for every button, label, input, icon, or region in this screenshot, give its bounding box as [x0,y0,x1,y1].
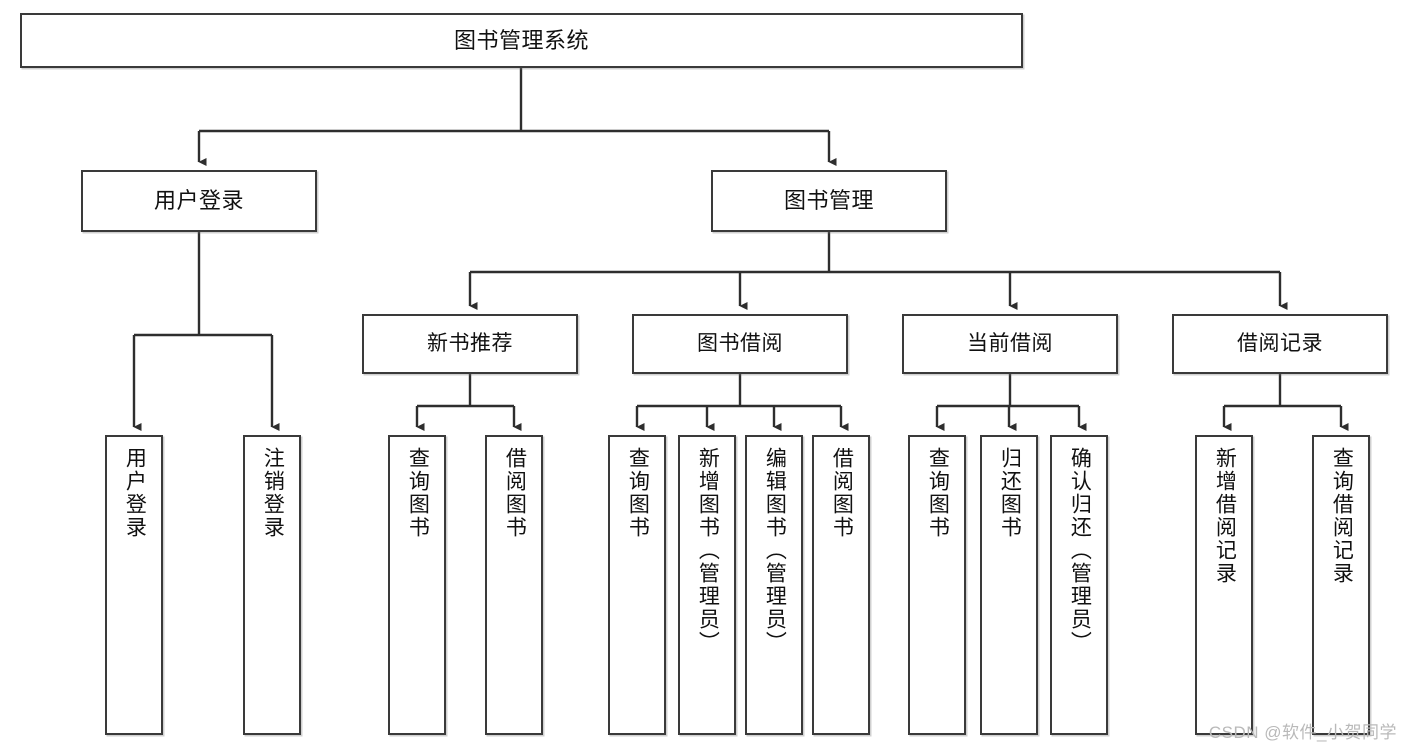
node-book-management[interactable]: 图书管理 [711,170,947,232]
leaf-node-label: 新增借阅记录 [1213,447,1237,585]
leaf-node[interactable]: 用户登录 [105,435,163,735]
leaf-node-label: 编辑图书（管理员） [763,447,787,654]
leaf-node[interactable]: 查询借阅记录 [1312,435,1370,735]
leaf-node[interactable]: 确认归还（管理员） [1050,435,1108,735]
leaf-node-label: 注销登录 [261,447,285,539]
node-borrow-record[interactable]: 借阅记录 [1172,314,1388,374]
leaf-node-label: 归还图书 [998,447,1022,539]
node-new-book-recommend-label: 新书推荐 [427,331,513,355]
leaf-node-label: 新增图书（管理员） [696,447,720,654]
leaf-node-label: 查询图书 [926,447,950,539]
leaf-node-label: 查询图书 [626,447,650,539]
node-borrow-record-label: 借阅记录 [1237,331,1323,355]
node-book-management-label: 图书管理 [783,188,874,214]
node-root-system[interactable]: 图书管理系统 [20,13,1023,68]
node-current-borrow[interactable]: 当前借阅 [902,314,1118,374]
leaf-node[interactable]: 归还图书 [980,435,1038,735]
leaf-node-label: 用户登录 [123,447,147,539]
watermark-text: CSDN @软件_小贺同学 [1208,723,1397,742]
leaf-node[interactable]: 借阅图书 [812,435,870,735]
node-user-login[interactable]: 用户登录 [81,170,317,232]
leaf-node-label: 查询图书 [406,447,430,539]
leaf-node[interactable]: 查询图书 [388,435,446,735]
leaf-node-label: 借阅图书 [503,447,527,539]
leaf-node[interactable]: 新增图书（管理员） [678,435,736,735]
leaf-node-label: 查询借阅记录 [1330,447,1354,585]
leaf-node[interactable]: 借阅图书 [485,435,543,735]
node-user-login-label: 用户登录 [153,188,244,214]
leaf-node[interactable]: 注销登录 [243,435,301,735]
node-book-borrow[interactable]: 图书借阅 [632,314,848,374]
leaf-node-label: 确认归还（管理员） [1068,447,1092,654]
node-root-label: 图书管理系统 [453,27,589,53]
leaf-node[interactable]: 查询图书 [908,435,966,735]
node-new-book-recommend[interactable]: 新书推荐 [362,314,578,374]
node-current-borrow-label: 当前借阅 [967,331,1053,355]
leaf-node[interactable]: 编辑图书（管理员） [745,435,803,735]
leaf-node[interactable]: 查询图书 [608,435,666,735]
leaf-node-label: 借阅图书 [830,447,854,539]
leaf-node[interactable]: 新增借阅记录 [1195,435,1253,735]
node-book-borrow-label: 图书借阅 [697,331,783,355]
